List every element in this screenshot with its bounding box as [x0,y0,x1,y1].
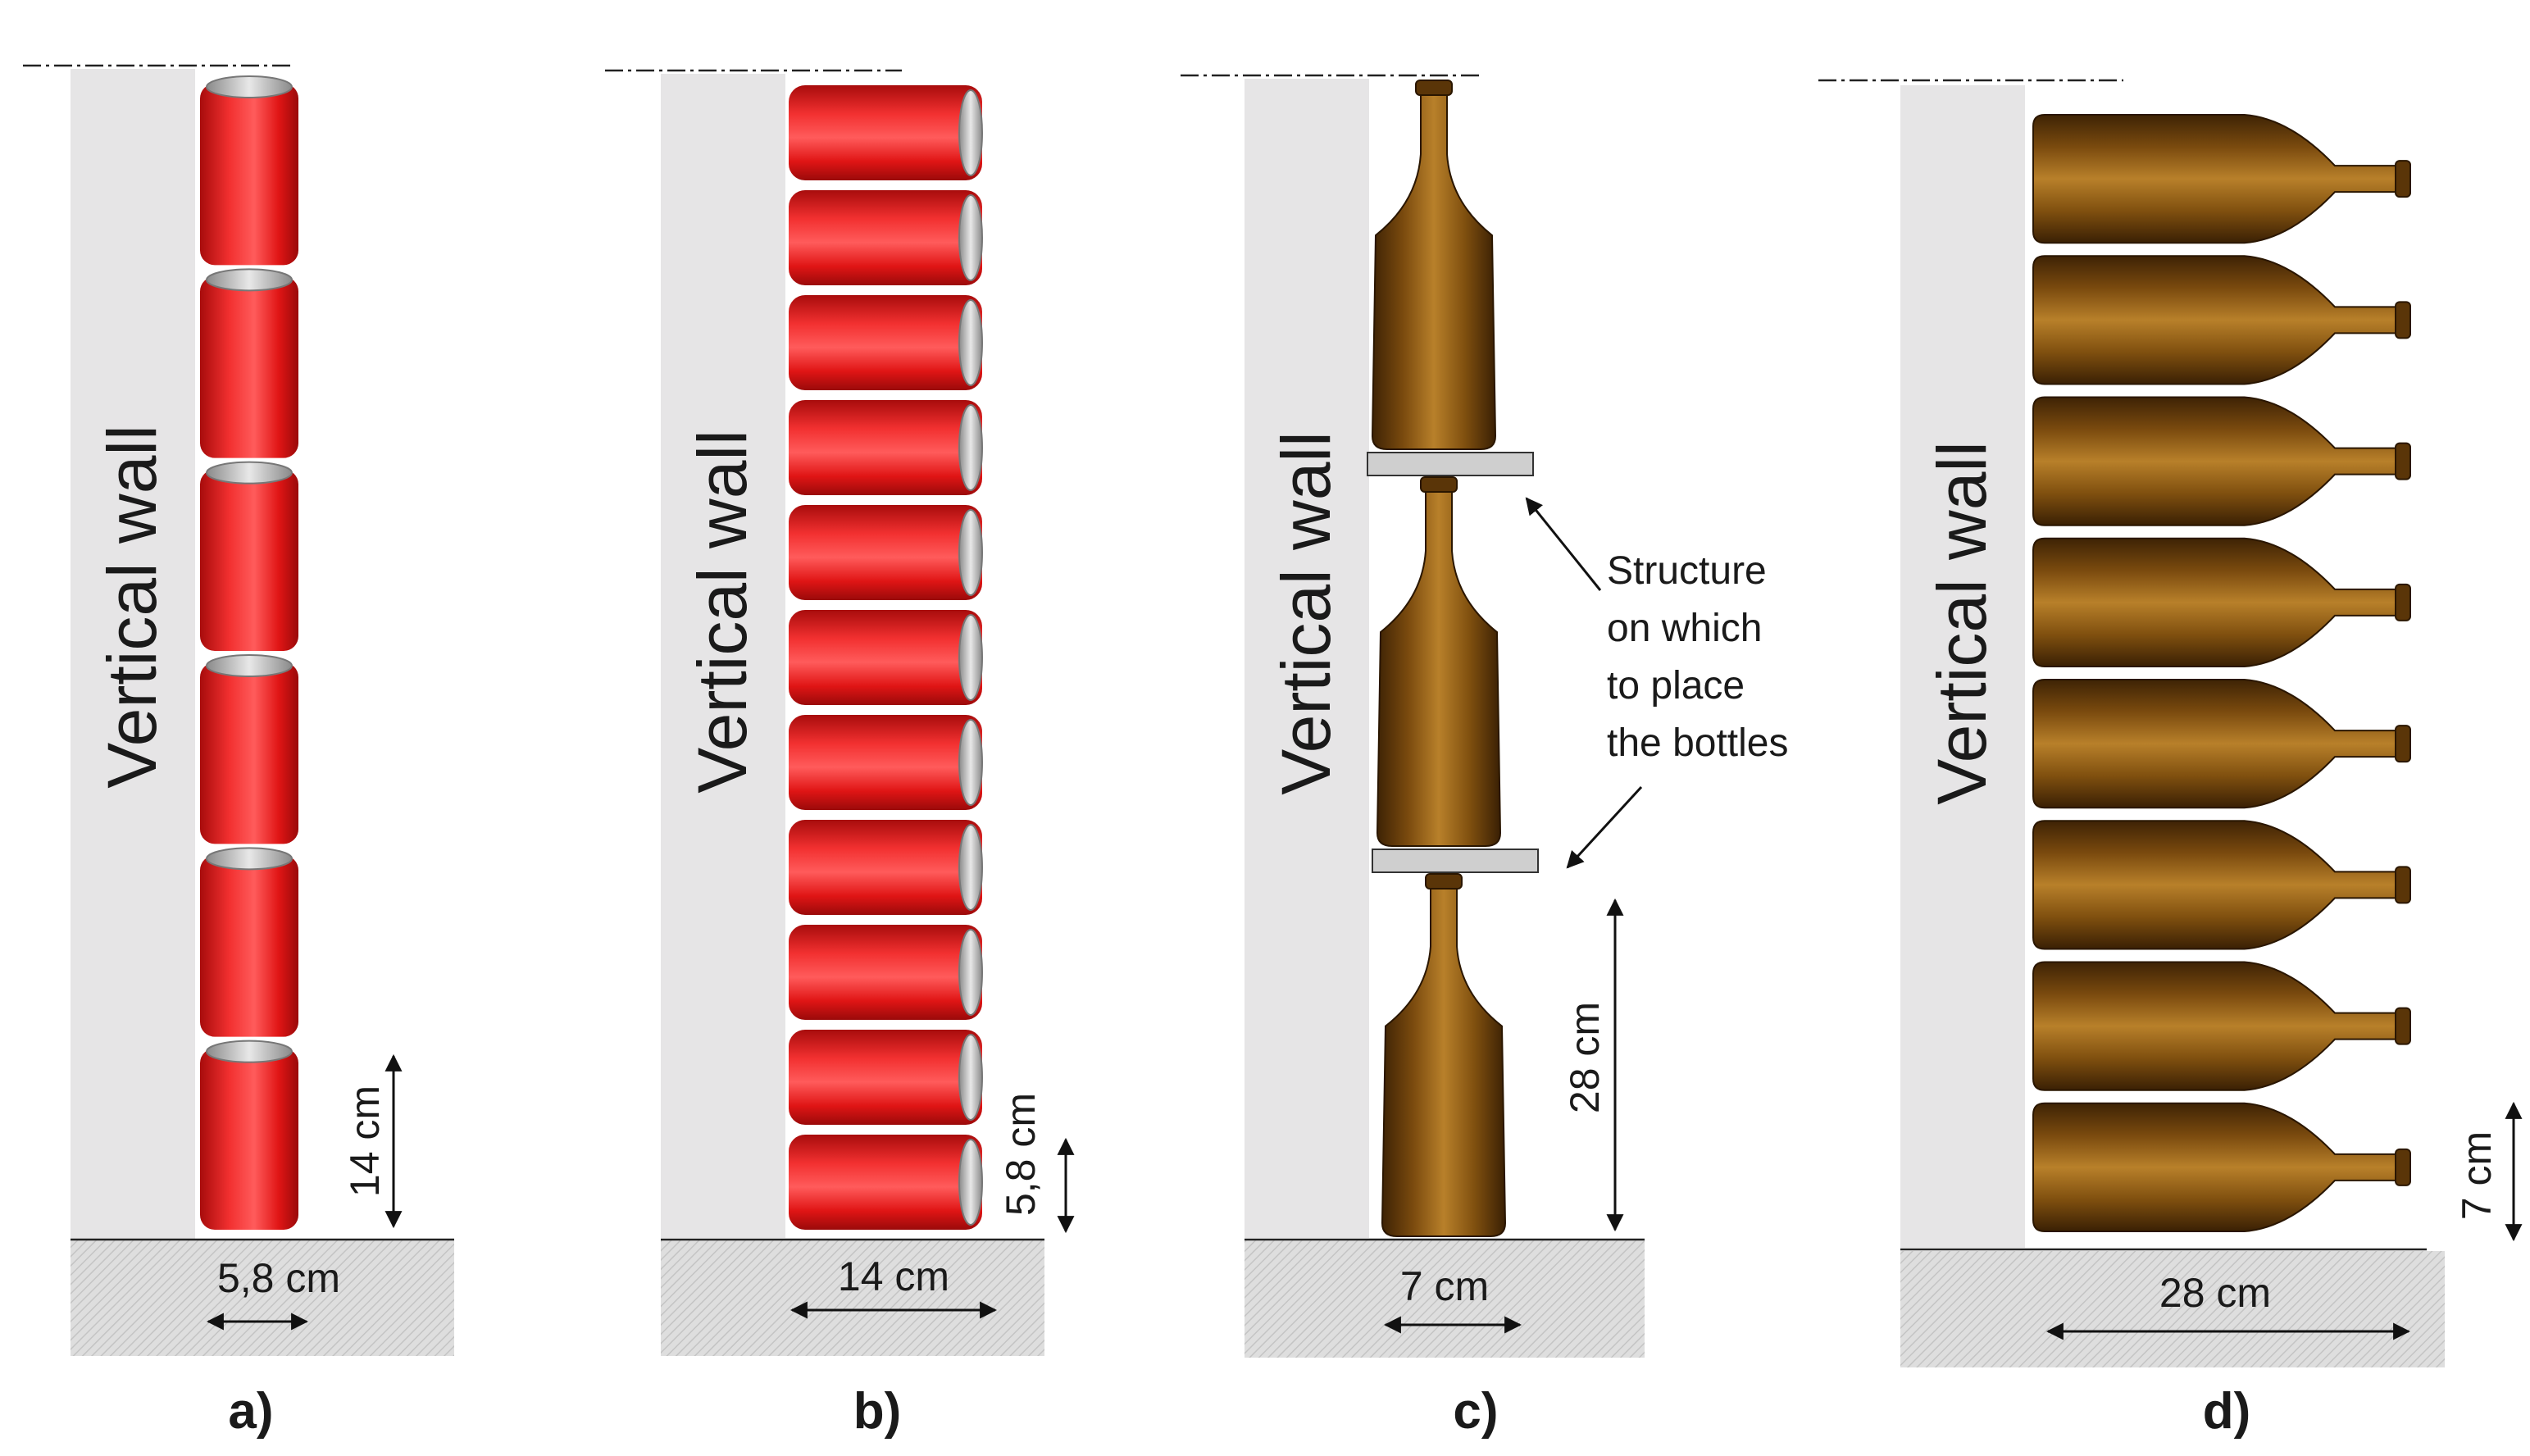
can-stack [200,75,298,1230]
bottle [2032,820,2411,950]
can [200,461,298,651]
bottle [2032,961,2411,1091]
panel-label: a) [228,1383,273,1440]
panel-c: Vertical wall Structure on which to plac… [1181,74,1788,1440]
ground [661,1240,1044,1356]
ground [1900,1251,2445,1367]
bottle [2032,114,2411,244]
width-dimension-label: 7 cm [1400,1263,1489,1309]
annotation-text: Structure on which to place the bottles [1607,549,1788,765]
ground [1245,1240,1645,1358]
annotation-arrow [1525,497,1602,591]
can [789,295,983,390]
can [789,505,983,600]
width-dimension-label: 5,8 cm [217,1255,340,1301]
can [200,75,298,266]
panel-a: Vertical wall 14 cm 5,8 cm a) [23,64,454,1440]
panel-b: Vertical wall 5,8 cm 14 cm b) [605,69,1075,1440]
can [200,1040,298,1230]
bottle [2032,537,2411,667]
bottle [1381,873,1507,1237]
can [789,1135,983,1230]
panel-label: d) [2203,1383,2251,1440]
panel-label: c) [1453,1383,1498,1440]
can [789,820,983,915]
can [789,610,983,705]
wall-label: Vertical wall [1267,431,1345,795]
can [789,400,983,495]
can [789,1030,983,1125]
bottle-stack [1371,80,1507,1237]
can [789,715,983,810]
annotation-arrow [1566,785,1643,869]
bottle [2032,1102,2411,1232]
can [789,85,983,180]
can [200,268,298,458]
width-dimension-label: 14 cm [838,1254,949,1299]
width-dimension-label: 28 cm [2159,1270,2271,1316]
height-dimension-label: 5,8 cm [998,1093,1044,1216]
bottle [2032,679,2411,809]
can [789,925,983,1020]
panel-label: b) [853,1383,902,1440]
bottle [1376,476,1502,847]
vertical-wall [661,74,785,1238]
ground [71,1240,454,1356]
bottle [2032,396,2411,526]
height-dimension-label: 28 cm [1562,1002,1608,1113]
vertical-wall [71,69,195,1241]
wall-label: Vertical wall [684,430,761,794]
bottle [2032,255,2411,385]
vertical-wall [1245,79,1369,1238]
height-dimension-label: 14 cm [342,1085,388,1197]
can [200,654,298,844]
vertical-wall [1900,85,2025,1248]
can [200,847,298,1037]
bottle [1371,80,1497,450]
wall-label: Vertical wall [1923,441,2000,805]
height-dimension-label: 7 cm [2454,1131,2500,1220]
can-stack [789,85,983,1230]
bottle-shelf [1372,849,1539,873]
bottle-stack [2032,114,2411,1232]
panel-d: Vertical wall 7 cm 28 cm d) [1818,79,2523,1440]
bottle-shelf [1367,452,1534,476]
can [789,190,983,285]
wall-label: Vertical wall [93,425,171,789]
